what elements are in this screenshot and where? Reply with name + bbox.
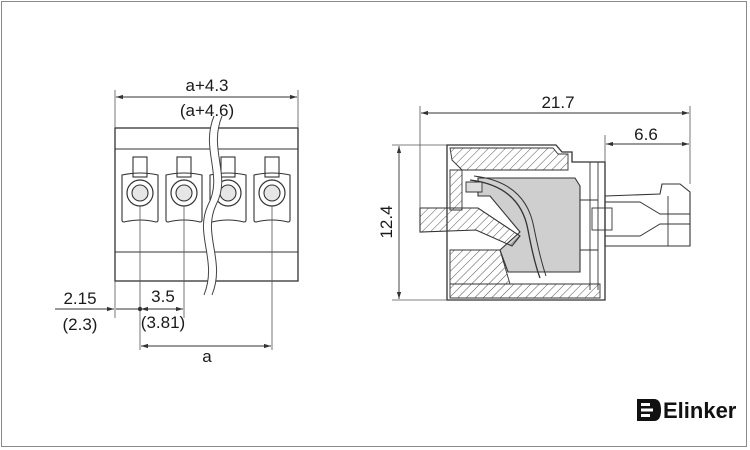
contact-pin <box>604 183 691 247</box>
length-label: 21.7 <box>541 93 574 112</box>
spring <box>469 179 541 279</box>
break-line <box>202 114 223 297</box>
pin-slot <box>253 156 291 223</box>
brand-logo: Elinker <box>637 398 737 423</box>
edge-offset-label: 2.15 <box>63 289 96 308</box>
brand-name: Elinker <box>663 398 737 423</box>
wire-entry <box>419 207 521 247</box>
overall-width-alt-label: (a+4.6) <box>180 101 234 120</box>
edge-offset-alt-label: (2.3) <box>63 315 98 334</box>
connector-body <box>114 127 299 282</box>
side-view: 21.7 6.6 12.4 <box>377 93 691 301</box>
pin-length-label: 6.6 <box>634 125 658 144</box>
pitch-label: 3.5 <box>151 287 175 306</box>
height-label: 12.4 <box>377 205 396 238</box>
elinker-logo-icon <box>637 399 661 421</box>
front-view: a+4.3 (a+4.6) 2.15 (2.3) 3.5 (3.81) a <box>55 76 299 366</box>
span-label: a <box>202 347 212 366</box>
housing-outline <box>446 144 606 301</box>
overall-width-label: a+4.3 <box>185 76 228 95</box>
pin-slot <box>121 156 159 223</box>
clamp-body <box>477 177 581 273</box>
pitch-alt-label: (3.81) <box>141 313 185 332</box>
